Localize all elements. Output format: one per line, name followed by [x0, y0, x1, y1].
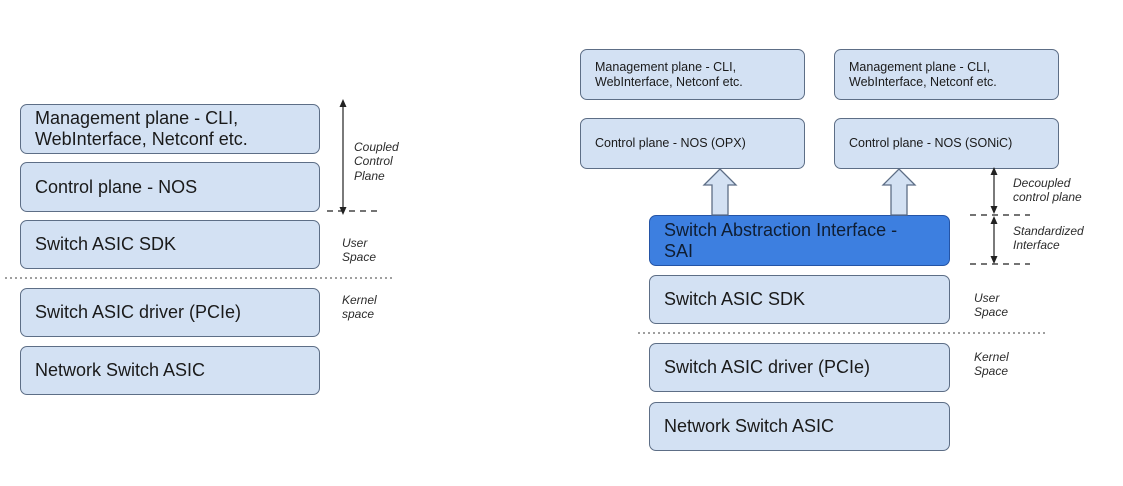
right-decoupled-control-plane-note: Decoupled control plane	[1013, 176, 1082, 205]
left-network-asic-label: Network Switch ASIC	[35, 360, 206, 381]
sai-to-opx-arrow	[702, 168, 738, 216]
left-network-asic-box: Network Switch ASIC	[20, 346, 320, 395]
left-kernel-space-note: Kernel space	[342, 293, 377, 322]
right-asic-sdk-label: Switch ASIC SDK	[664, 289, 806, 310]
left-asic-driver-label: Switch ASIC driver (PCIe)	[35, 302, 242, 323]
right-management-plane-sonic-label: Management plane - CLI, WebInterface, Ne…	[849, 60, 997, 89]
right-decoupled-double-arrow	[990, 167, 998, 214]
right-asic-driver-label: Switch ASIC driver (PCIe)	[664, 357, 871, 378]
left-asic-sdk-box: Switch ASIC SDK	[20, 220, 320, 269]
left-management-plane-label: Management plane - CLI, WebInterface, Ne…	[35, 108, 248, 149]
left-management-plane-box: Management plane - CLI, WebInterface, Ne…	[20, 104, 320, 154]
right-user-space-note: User Space	[974, 291, 1009, 320]
left-coupled-control-plane-note: Coupled Control Plane	[354, 140, 399, 183]
right-network-asic-label: Network Switch ASIC	[664, 416, 835, 437]
left-asic-sdk-label: Switch ASIC SDK	[35, 234, 177, 255]
left-coupled-double-arrow	[339, 99, 347, 215]
right-standardized-double-arrow	[990, 216, 998, 264]
right-control-plane-sonic-label: Control plane - NOS (SONiC)	[849, 136, 1013, 151]
right-management-plane-opx-label: Management plane - CLI, WebInterface, Ne…	[595, 60, 743, 89]
right-standardized-interface-note: Standardized Interface	[1013, 224, 1084, 253]
sai-label: Switch Abstraction Interface - SAI	[664, 219, 898, 261]
sai-to-sonic-arrow	[881, 168, 917, 216]
left-control-plane-box: Control plane - NOS	[20, 162, 320, 212]
right-management-plane-opx-box: Management plane - CLI, WebInterface, Ne…	[580, 49, 805, 100]
left-control-plane-label: Control plane - NOS	[35, 176, 198, 197]
right-management-plane-sonic-box: Management plane - CLI, WebInterface, Ne…	[834, 49, 1059, 100]
right-network-asic-box: Network Switch ASIC	[649, 402, 950, 451]
right-asic-driver-box: Switch ASIC driver (PCIe)	[649, 343, 950, 392]
right-asic-sdk-box: Switch ASIC SDK	[649, 275, 950, 324]
right-kernel-space-note: Kernel Space	[974, 350, 1009, 379]
right-control-plane-opx-box: Control plane - NOS (OPX)	[580, 118, 805, 169]
right-control-plane-opx-label: Control plane - NOS (OPX)	[595, 136, 746, 151]
left-user-space-note: User Space	[342, 236, 377, 265]
right-control-plane-sonic-box: Control plane - NOS (SONiC)	[834, 118, 1059, 169]
left-asic-driver-box: Switch ASIC driver (PCIe)	[20, 288, 320, 337]
sai-box: Switch Abstraction Interface - SAI	[649, 215, 950, 266]
